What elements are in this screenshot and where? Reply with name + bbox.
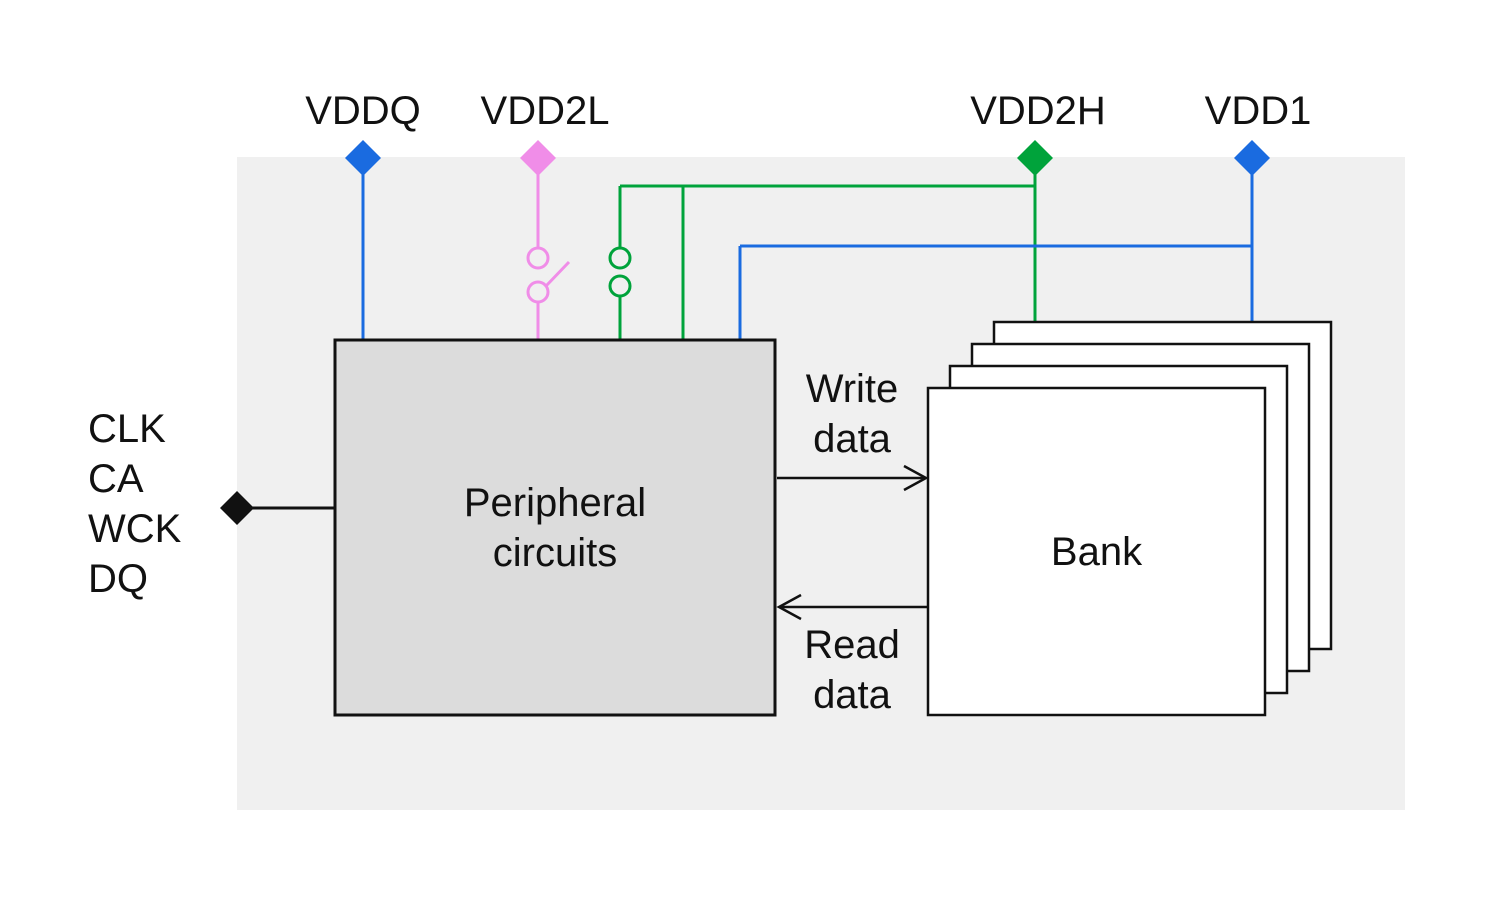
read-data-label: Read data [804,623,900,717]
signal-label-list: CLK CA WCK DQ [88,404,181,604]
signal-label-clk: CLK [88,407,166,451]
vdd2l-pin-diamond-icon [520,140,556,176]
rail-label-vdd2l: VDD2L [480,89,610,133]
bank-label: Bank [1050,529,1143,574]
vdd2l-switch-blade-icon [544,260,571,288]
peripheral-circuits-label: Peripheral circuits [463,480,647,575]
signal-label-ca: CA [88,457,144,501]
read-data-arrowhead-icon [776,593,802,621]
vdd2h-switch-terminal-icon [608,246,632,270]
signal-label-wck: WCK [88,507,182,551]
write-data-label: Write data [805,367,899,461]
write-data-arrowhead-icon [903,464,929,492]
vdd2l-switch-terminal-icon [526,246,550,270]
vdd2h-switch-terminal-icon [608,274,632,298]
bank-block-front [926,386,1267,717]
rail-label-vdd2h: VDD2H [970,89,1106,133]
vdd1-pin-diamond-icon [1234,140,1270,176]
signal-node-diamond-icon [220,491,254,525]
rail-label-vddq: VDDQ [305,89,421,133]
signal-label-dq: DQ [88,557,148,601]
vdd2h-pin-diamond-icon [1017,140,1053,176]
vdd2l-switch-terminal-icon [526,280,550,304]
peripheral-circuits-block [333,338,777,717]
vddq-pin-diamond-icon [345,140,381,176]
rail-label-vdd1: VDD1 [1204,89,1312,133]
